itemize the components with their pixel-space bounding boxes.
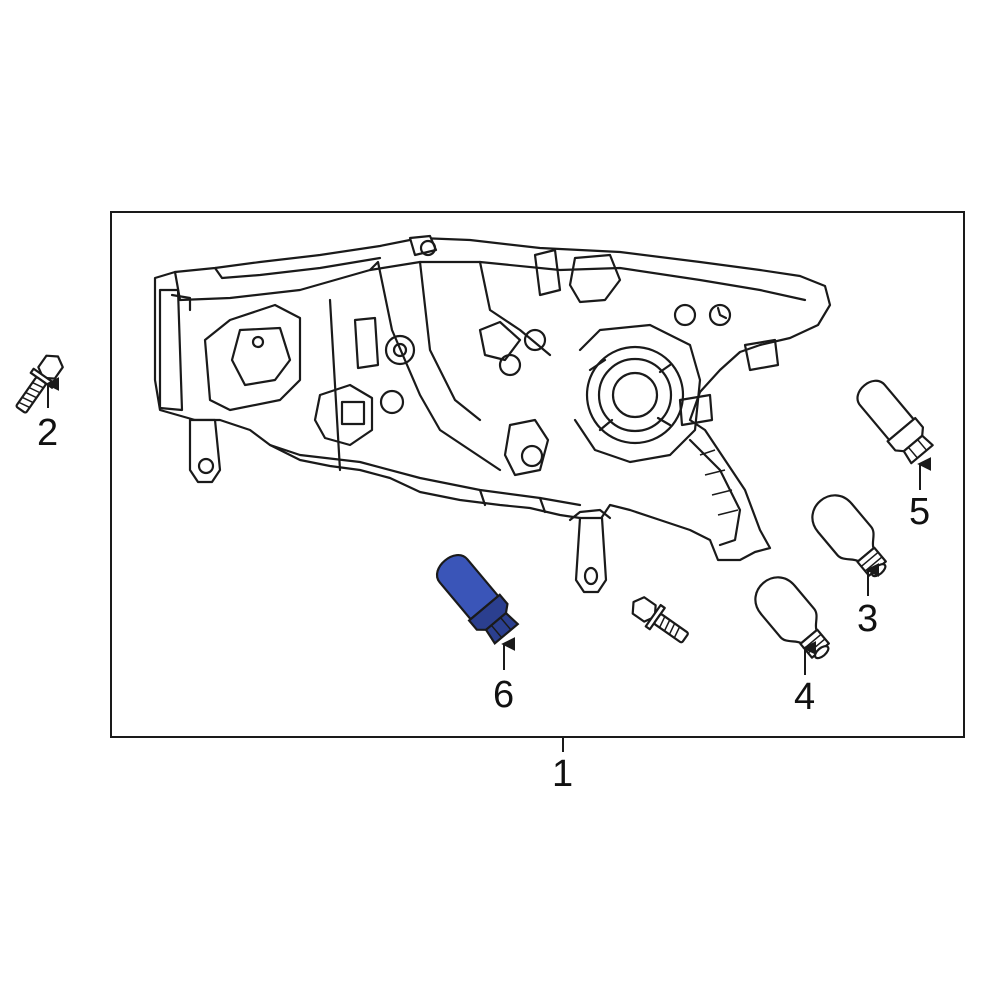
wedge-bulb-icon[interactable]: [430, 548, 522, 647]
bulb-icon: [811, 494, 887, 578]
callout-label-2: 2: [37, 412, 59, 454]
wedge-bulb-icon: [856, 379, 934, 465]
callout-label-1: 1: [552, 753, 574, 795]
bulb-icon: [754, 576, 830, 660]
callout-label-4: 4: [794, 676, 816, 718]
headlamp-assembly-icon: [153, 234, 832, 594]
callout-label-3: 3: [857, 598, 879, 640]
bolt-icon: [631, 596, 689, 644]
bolt-icon: [15, 354, 64, 414]
callout-label-6: 6: [493, 674, 515, 716]
assembly-frame: [110, 211, 965, 738]
callout-label-5: 5: [909, 491, 931, 533]
